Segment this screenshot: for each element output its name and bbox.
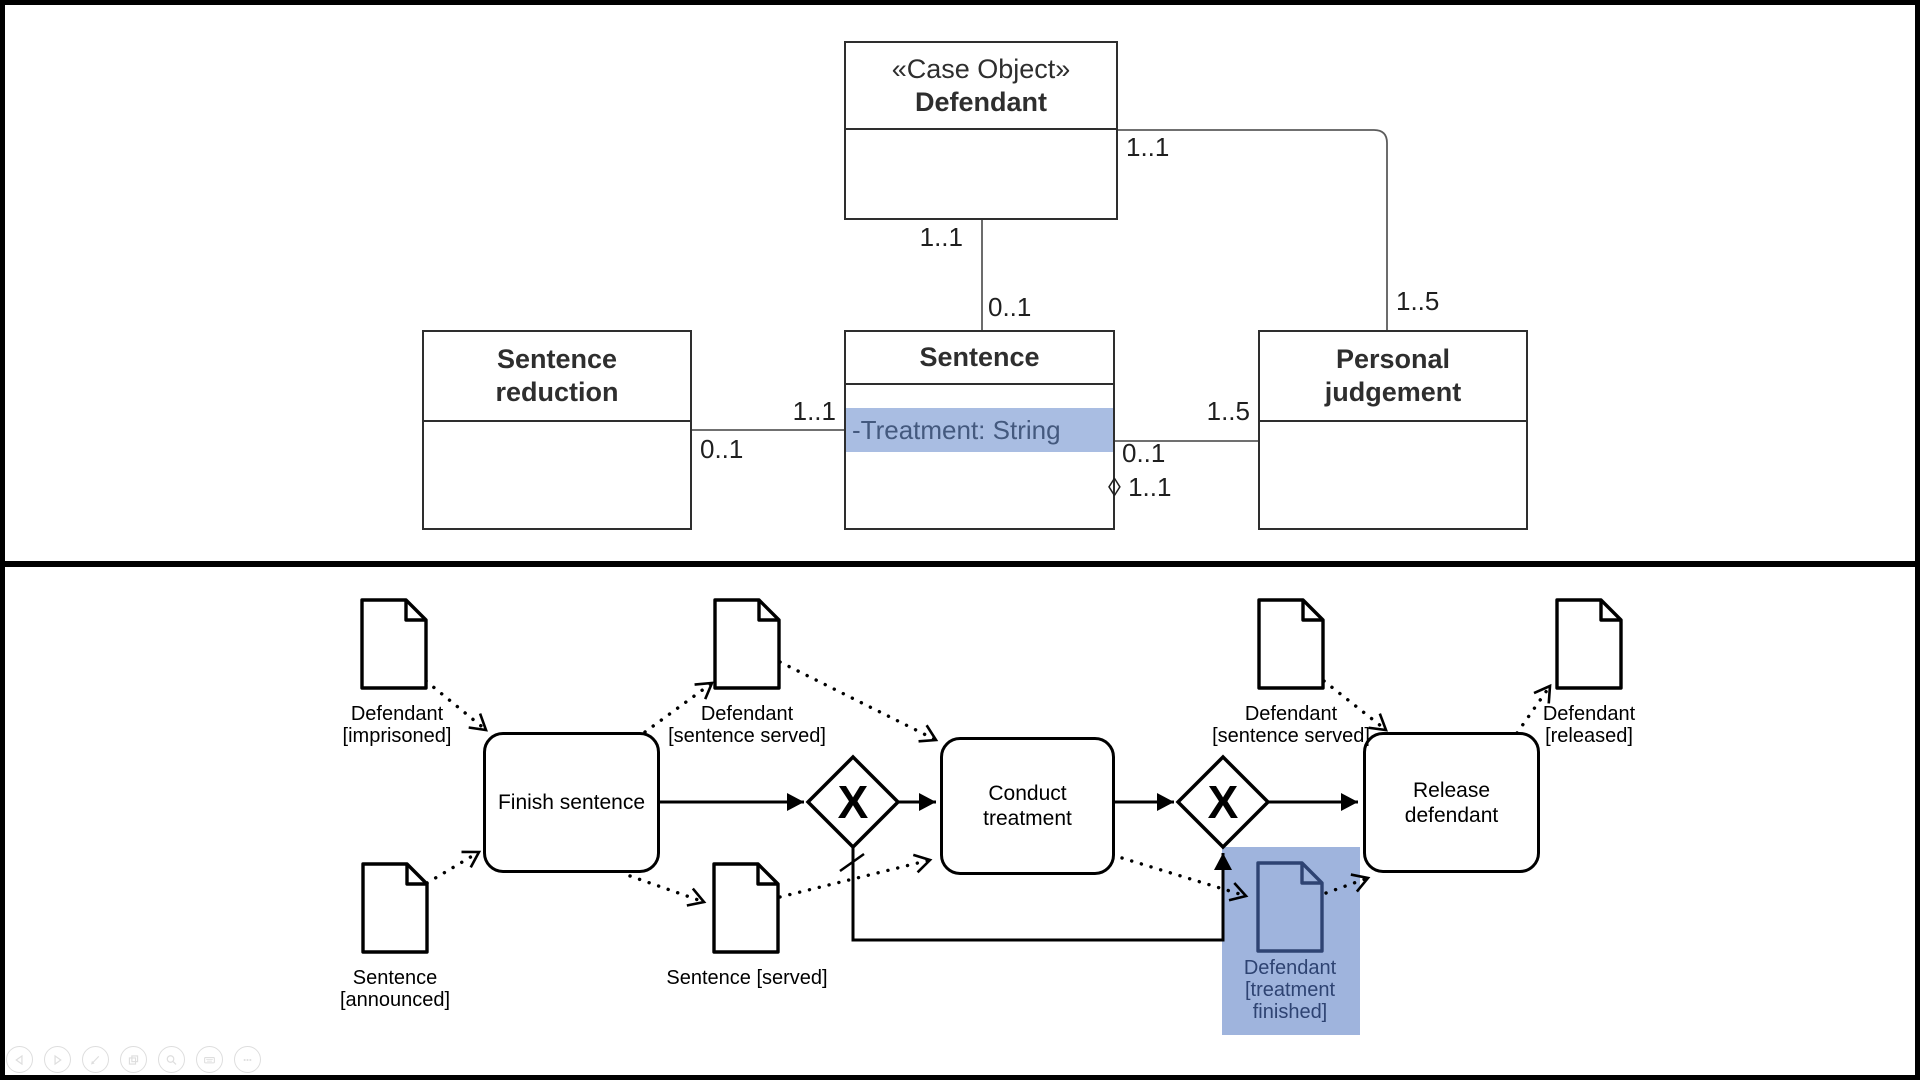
label-defendant-sentence-served-1: Defendant [sentence served] bbox=[668, 703, 826, 747]
class-sentence-reduction[interactable]: Sentence reduction bbox=[422, 330, 692, 530]
task-finish-sentence[interactable]: Finish sentence bbox=[483, 732, 660, 873]
data-object-defendant-imprisoned[interactable] bbox=[360, 598, 428, 690]
data-object-defendant-treatment-finished[interactable] bbox=[1256, 861, 1324, 953]
multiplicity-sentence-top: 0..1 bbox=[988, 292, 1032, 322]
copy-slide-button[interactable] bbox=[120, 1046, 147, 1073]
xor-gateway-2[interactable] bbox=[1175, 754, 1271, 850]
class-name: Defendant bbox=[914, 86, 1047, 117]
more-options-icon bbox=[243, 1058, 252, 1061]
assoc-conduct-to-treatment-finished bbox=[1120, 856, 1249, 902]
xor-gateway-2-label: X bbox=[1207, 776, 1239, 828]
class-stereotype: «Case Object» bbox=[891, 53, 1071, 84]
assoc-sentence-served2-to-release bbox=[1322, 679, 1388, 732]
class-name: Sentence bbox=[919, 342, 1040, 372]
task-release-defendant[interactable]: Release defendant bbox=[1363, 732, 1540, 873]
class-name: Personal judgement bbox=[1324, 344, 1462, 407]
data-object-sentence-announced[interactable] bbox=[361, 862, 429, 954]
multiplicity-sentence-left: 1..1 bbox=[792, 396, 836, 426]
multiplicity-personal-judgement-top: 1..5 bbox=[1396, 286, 1440, 316]
multiplicity-sentence-reduction-right: 0..1 bbox=[700, 434, 744, 464]
gateways bbox=[805, 754, 1271, 850]
multiplicity-defendant-bottom: 1..1 bbox=[919, 222, 963, 252]
data-object-defendant-sentence-served-2[interactable] bbox=[1257, 598, 1325, 690]
default-flow-marker bbox=[839, 852, 865, 873]
data-object-defendant-sentence-served-1[interactable] bbox=[713, 598, 781, 690]
assoc-finish-to-sentence-served-doc bbox=[643, 681, 715, 734]
attribute-treatment[interactable]: -Treatment: String bbox=[846, 408, 1113, 452]
next-slide-button[interactable] bbox=[44, 1046, 71, 1073]
class-sentence-reduction-header: Sentence reduction bbox=[424, 332, 690, 422]
assoc-release-to-released bbox=[1515, 683, 1552, 735]
pen-icon bbox=[91, 1055, 100, 1064]
task-conduct-treatment[interactable]: Conduct treatment bbox=[940, 737, 1115, 875]
keyboard-button[interactable] bbox=[196, 1046, 223, 1073]
assoc-finish-to-served bbox=[628, 874, 707, 907]
association-defendant-personal-judgement bbox=[1118, 129, 1388, 330]
previous-slide-button[interactable] bbox=[6, 1046, 33, 1073]
class-sentence[interactable]: Sentence -Treatment: String bbox=[844, 330, 1115, 530]
assoc-announced-to-finish bbox=[425, 850, 482, 885]
uml-associations bbox=[692, 129, 1388, 442]
xor-gateway-1-label: X bbox=[837, 776, 869, 828]
multiplicity-sentence-right-aggregation: ◊ 1..1 bbox=[1108, 472, 1172, 502]
zoom-button[interactable] bbox=[158, 1046, 185, 1073]
multiplicity-defendant-right: 1..1 bbox=[1126, 132, 1170, 162]
more-options-button[interactable] bbox=[234, 1046, 261, 1073]
class-defendant[interactable]: «Case Object» Defendant bbox=[844, 41, 1118, 220]
flow-gateway1-loop-to-gateway2 bbox=[851, 847, 1232, 942]
zoom-icon bbox=[166, 1054, 177, 1065]
data-object-sentence-served[interactable] bbox=[712, 862, 780, 954]
assoc-sentence-served-doc-to-conduct bbox=[778, 660, 939, 743]
keyboard-icon bbox=[204, 1056, 215, 1063]
previous-icon bbox=[15, 1054, 23, 1065]
sequence-flows bbox=[660, 793, 1358, 942]
label-defendant-imprisoned: Defendant [imprisoned] bbox=[342, 703, 452, 747]
class-defendant-header: «Case Object» Defendant bbox=[846, 43, 1116, 130]
data-associations bbox=[424, 660, 1552, 907]
label-defendant-released: Defendant [released] bbox=[1542, 703, 1636, 747]
data-objects bbox=[360, 598, 1623, 954]
data-object-defendant-released[interactable] bbox=[1555, 598, 1623, 690]
class-name: Sentence reduction bbox=[495, 344, 619, 407]
assoc-imprisoned-to-finish bbox=[424, 679, 488, 732]
pen-button[interactable] bbox=[82, 1046, 109, 1073]
assoc-served-to-conduct bbox=[778, 853, 933, 899]
class-personal-judgement-header: Personal judgement bbox=[1260, 332, 1526, 422]
panel-divider bbox=[0, 561, 1920, 567]
next-icon bbox=[54, 1054, 62, 1065]
label-sentence-announced: Sentence [announced] bbox=[339, 967, 451, 1011]
class-sentence-header: Sentence bbox=[846, 332, 1113, 385]
label-sentence-served: Sentence [served] bbox=[666, 967, 828, 989]
multiplicity-sentence-right: 0..1 bbox=[1122, 438, 1166, 468]
label-defendant-treatment-finished: Defendant [treatment finished] bbox=[1243, 957, 1337, 1023]
label-defendant-sentence-served-2: Defendant [sentence served] bbox=[1212, 703, 1370, 747]
xor-gateway-1[interactable] bbox=[805, 754, 901, 850]
class-personal-judgement[interactable]: Personal judgement bbox=[1258, 330, 1528, 530]
multiplicity-personal-judgement-left: 1..5 bbox=[1206, 396, 1250, 426]
copy-icon bbox=[128, 1054, 139, 1065]
